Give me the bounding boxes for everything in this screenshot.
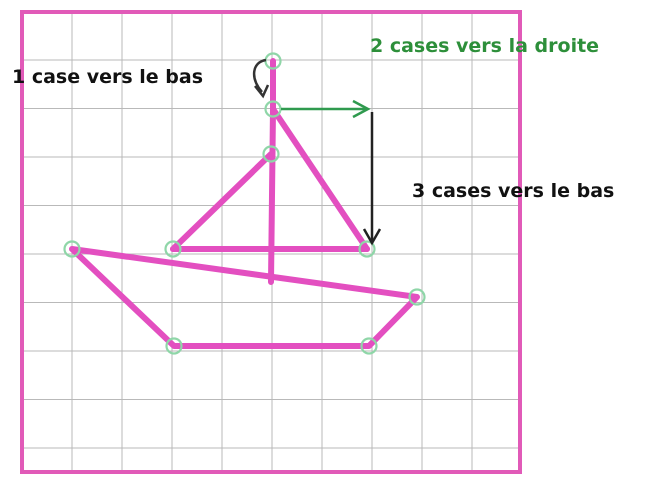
label-two-right: 2 cases vers la droite [370,35,600,57]
arrow-three-down-head [362,228,382,246]
boat-mast [268,106,276,285]
boat-sail-right-edge [270,106,370,252]
grid-frame [20,10,522,474]
vertex-marker [264,100,282,118]
vertex-marker [408,288,426,306]
vertex-marker [358,240,376,258]
arrow-two-right-head [352,99,371,119]
boat-sail-left-edge [170,151,274,252]
vertex-marker [360,337,378,355]
curved-arrow-one-down [253,58,267,93]
vertex-marker [165,337,183,355]
boat-hull [69,246,420,349]
label-one-down: 1 case vers le bas [12,66,204,88]
label-three-down: 3 cases vers le bas [412,180,615,202]
curved-arrow-one-down-head [254,84,270,99]
vertex-marker [262,145,280,163]
vertex-marker [164,240,182,258]
vertex-marker [63,240,81,258]
